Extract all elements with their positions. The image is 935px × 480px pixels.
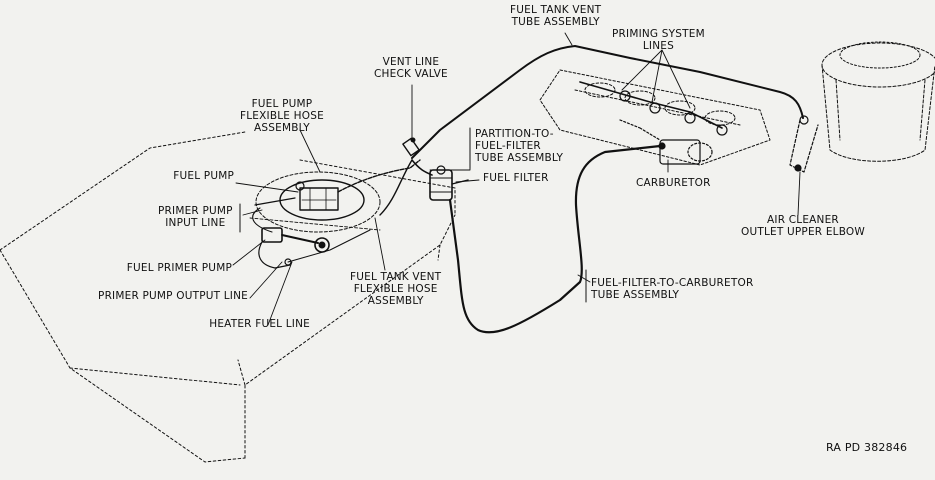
label-vent-line-check-valve: VENT LINE CHECK VALVE bbox=[374, 56, 448, 80]
figure-id: RA PD 382846 bbox=[826, 441, 908, 454]
label-priming-system-lines: PRIMING SYSTEM LINES bbox=[612, 28, 705, 52]
vent-line-check-valve bbox=[402, 137, 420, 157]
fuel-tank-vent-tube bbox=[411, 45, 804, 159]
fuel-tank-outline bbox=[0, 131, 456, 463]
carburetor bbox=[619, 119, 713, 165]
label-primer-pump-output-line: PRIMER PUMP OUTPUT LINE bbox=[98, 290, 248, 302]
label-partition-to-fuel-filter-tube-assembly: PARTITION-TO- FUEL-FILTER TUBE ASSEMBLY bbox=[475, 128, 564, 164]
label-fuel-primer-pump: FUEL PRIMER PUMP bbox=[126, 262, 232, 274]
label-carburetor: CARBURETOR bbox=[636, 177, 711, 189]
label-fuel-filter: FUEL FILTER bbox=[483, 172, 549, 184]
leader-lines bbox=[232, 32, 801, 326]
air-cleaner bbox=[821, 41, 935, 162]
label-primer-pump-input-line: PRIMER PUMP INPUT LINE bbox=[158, 205, 233, 229]
label-fuel-tank-vent-tube-assembly: FUEL TANK VENT TUBE ASSEMBLY bbox=[510, 4, 602, 28]
fuel-filter bbox=[429, 165, 469, 201]
label-heater-fuel-line: HEATER FUEL LINE bbox=[209, 318, 310, 330]
air-cleaner-outlet-upper-elbow bbox=[789, 115, 819, 173]
label-fuel-filter-to-carburetor-tube-assembly: FUEL-FILTER-TO-CARBURETOR TUBE ASSEMBLY bbox=[591, 277, 754, 301]
label-air-cleaner-outlet-upper-elbow: AIR CLEANER OUTLET UPPER ELBOW bbox=[741, 214, 865, 238]
fuel-pump bbox=[249, 171, 381, 233]
label-brackets bbox=[239, 127, 587, 303]
priming-system-lines bbox=[579, 81, 728, 136]
heater-fuel-line bbox=[287, 229, 371, 263]
label-fuel-pump-flexible-hose-assembly: FUEL PUMP FLEXIBLE HOSE ASSEMBLY bbox=[240, 98, 324, 134]
fuel-tank-vent-flexible-hose bbox=[379, 159, 413, 216]
partition-to-fuel-filter-tube bbox=[411, 159, 433, 176]
fuel-pump-flexible-hose bbox=[337, 159, 421, 193]
fuel-filter-to-carburetor-tube bbox=[448, 144, 662, 334]
label-fuel-tank-vent-flexible-hose-assembly: FUEL TANK VENT FLEXIBLE HOSE ASSEMBLY bbox=[350, 271, 442, 307]
label-fuel-pump: FUEL PUMP bbox=[173, 170, 234, 182]
